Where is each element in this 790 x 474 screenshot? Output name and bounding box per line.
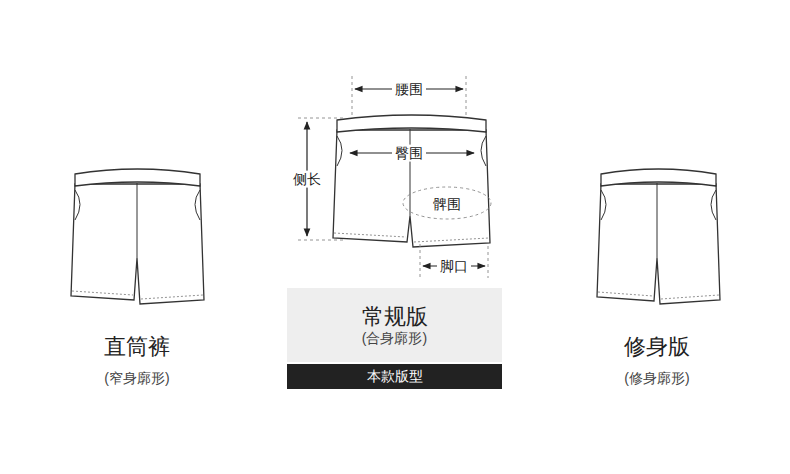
guide-line <box>298 118 345 119</box>
pocket <box>337 136 342 166</box>
pocket <box>711 190 716 220</box>
guide-line <box>298 240 345 241</box>
thigh-label: 髀围 <box>430 196 464 213</box>
current-style-band: 本款版型 <box>287 364 502 389</box>
pocket <box>195 190 200 220</box>
guide-line <box>352 76 353 118</box>
hem-stitch <box>598 292 719 299</box>
shorts-body <box>597 184 720 304</box>
style-subtitle: (修身廓形) <box>624 370 689 387</box>
style-box: 常规版(合身廓形) <box>287 288 502 362</box>
center-seam <box>410 129 411 216</box>
waistband <box>601 169 716 186</box>
box-subtitle: (合身廓形) <box>362 330 427 348</box>
center-seam <box>137 183 138 258</box>
guide-line <box>488 246 489 278</box>
shorts-body <box>71 184 204 304</box>
style-title: 直筒裤 <box>104 334 170 360</box>
hem-stitch <box>334 233 489 242</box>
thigh-circle <box>403 187 491 219</box>
dimension-lines <box>298 76 488 278</box>
center-seam <box>657 183 658 258</box>
box-heading: 常规版 <box>362 303 428 331</box>
style-subtitle: (窄身廓形) <box>104 370 169 387</box>
guide-line <box>420 244 421 278</box>
waistband <box>337 115 486 132</box>
box-heading: 本款版型 <box>367 368 423 386</box>
guide-line <box>466 76 467 118</box>
regular-shorts <box>333 115 490 247</box>
straight-shorts <box>71 169 204 304</box>
hem-stitch <box>72 291 203 299</box>
pocket <box>481 136 486 166</box>
slim-shorts <box>597 169 720 304</box>
pocket <box>75 190 80 220</box>
side-length-label: 侧长 <box>290 171 324 188</box>
shorts-body <box>333 130 490 247</box>
waist-label: 腰围 <box>392 81 426 98</box>
pocket <box>601 190 606 220</box>
style-title: 修身版 <box>624 334 690 360</box>
leg-opening-label: 脚口 <box>437 258 471 275</box>
hip-label: 臀围 <box>392 145 426 162</box>
